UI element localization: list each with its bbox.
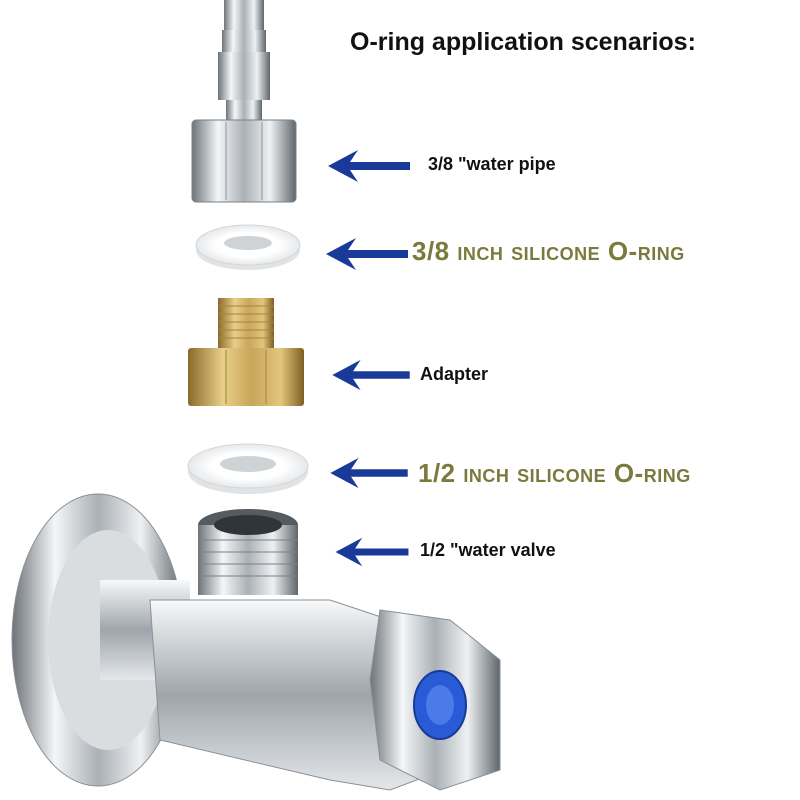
oring-38 (195, 224, 301, 270)
page-title: O-ring application scenarios: (350, 28, 696, 56)
label-oring-38: 3/8 inch silicone O-ring (412, 236, 685, 266)
angle-valve (11, 493, 501, 791)
oring-12 (187, 443, 309, 494)
arrow-icon (335, 537, 409, 567)
brass-adapter (188, 298, 304, 406)
arrow-icon (328, 150, 410, 182)
arrow-icon (326, 238, 408, 270)
label-water-pipe: 3/8 "water pipe (428, 154, 556, 174)
braided-hose (218, 0, 270, 122)
label-water-valve: 1/2 "water valve (420, 540, 556, 560)
pipe-nut (191, 119, 297, 203)
arrow-icon (332, 359, 410, 391)
label-oring-12: 1/2 inch silicone O-ring (418, 458, 691, 488)
label-adapter: Adapter (420, 364, 489, 384)
arrow-icon (330, 457, 408, 489)
